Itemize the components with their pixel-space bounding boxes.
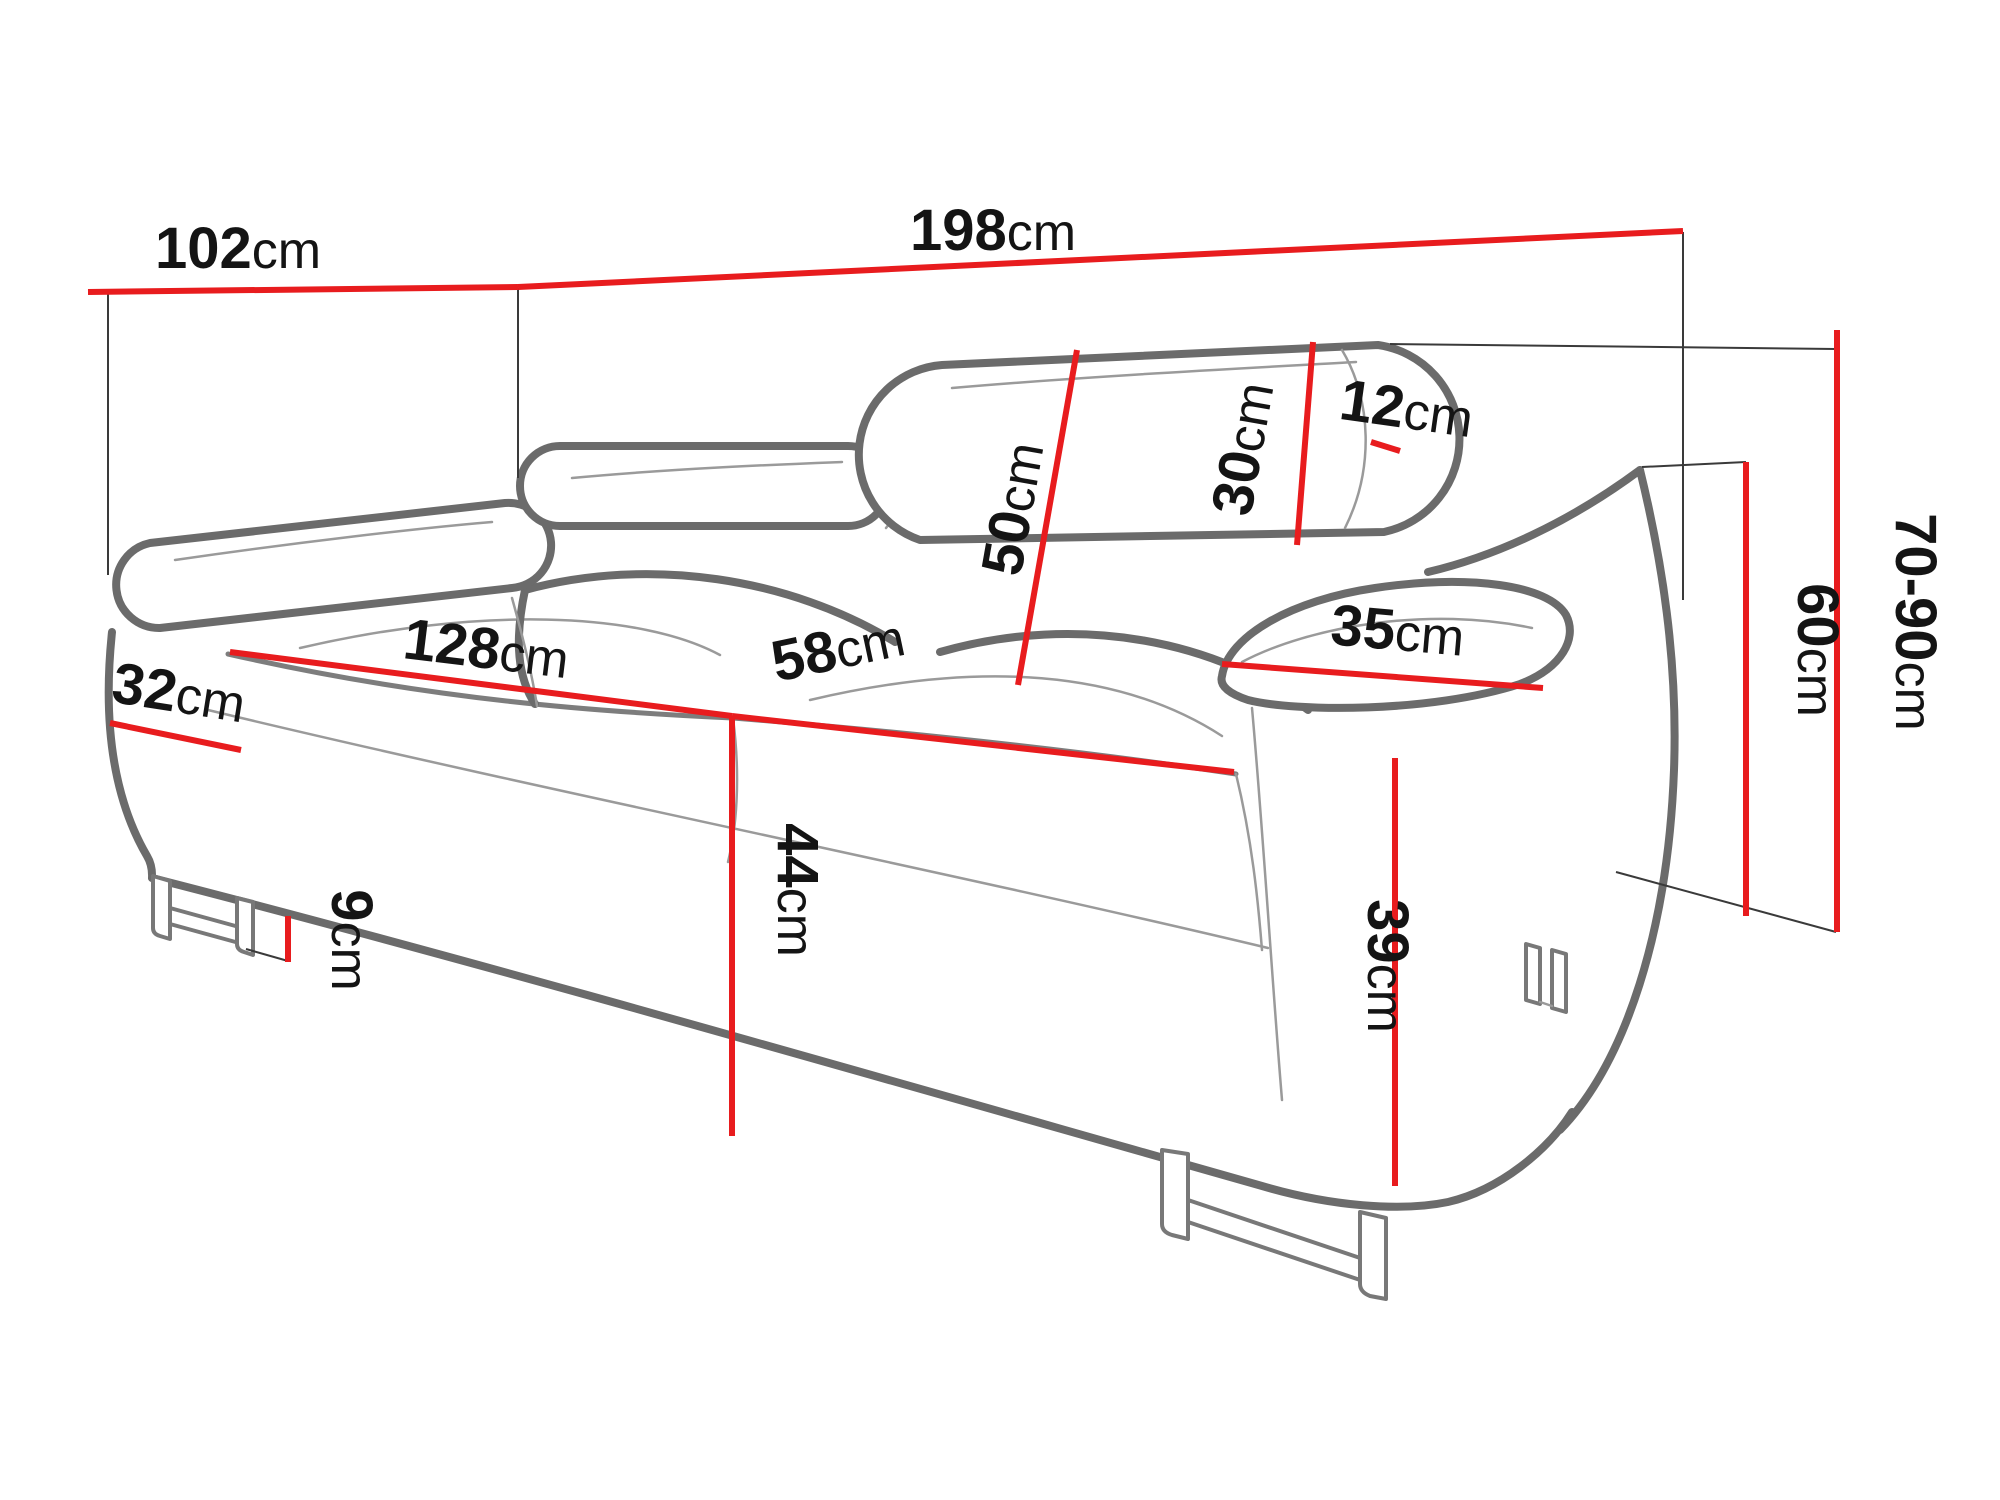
right-armrest-pad-seam xyxy=(1240,617,1534,664)
seat-right-edge xyxy=(1234,772,1264,952)
dimension-lines xyxy=(87,228,1840,1186)
dim-line-backrest-cushion-height xyxy=(1294,341,1316,546)
extension-lines xyxy=(107,232,1837,962)
dim-line-armrest-pad-width-left xyxy=(109,720,242,753)
right-armrest-pad xyxy=(1217,578,1574,712)
dim-label-total-depth: 102cm xyxy=(155,216,321,281)
backrest-left-edge xyxy=(514,586,539,708)
left-arm-front xyxy=(104,628,157,882)
dim-line-armrest-pad-width-right xyxy=(1221,661,1544,691)
dim-line-backrest-cushion-width xyxy=(1015,349,1080,686)
dim-line-seat-depth xyxy=(731,713,1235,775)
right-arm-inner-edge xyxy=(1250,706,1284,1102)
seat-cushion-curve-right xyxy=(808,675,1224,738)
left-armrest-pad-seam xyxy=(173,520,494,562)
backrest-left-top xyxy=(521,570,899,646)
dim-line-total-depth xyxy=(87,284,519,295)
front-left-leg xyxy=(151,874,255,957)
extension-armrest-top-horizontal xyxy=(1641,461,1747,468)
dim-line-seat-width xyxy=(229,649,733,719)
dim-label-backrest-cushion-width: 50cm xyxy=(969,437,1056,580)
sofa-sketch xyxy=(104,341,1679,1301)
front-right-leg xyxy=(1160,1148,1388,1301)
dim-label-armrest-pad-width-left: 32cm xyxy=(108,650,250,735)
right-arm-outer-edge xyxy=(1556,466,1679,1134)
dim-label-total-height: 70-90cm xyxy=(1883,513,1948,731)
dim-label-leg-height: 9cm xyxy=(319,889,384,991)
dim-label-seat-depth: 58cm xyxy=(766,603,910,694)
dim-label-backrest-cushion-height: 30cm xyxy=(1199,377,1286,520)
seat-cushion-curve-left xyxy=(298,618,722,657)
dim-label-total-width: 198cm xyxy=(910,198,1076,263)
dim-label-armrest-pad-width-right: 35cm xyxy=(1328,592,1467,668)
dimension-labels: 102cm 198cm 50cm 30cm 12cm 70-90cm 60cm … xyxy=(108,198,1948,1033)
dim-line-total-width xyxy=(517,228,1684,290)
left-headrest-seam xyxy=(570,460,844,480)
dim-label-seat-width: 128cm xyxy=(400,606,573,691)
dim-label-arm-side-height: 39cm xyxy=(1355,899,1420,1033)
dim-label-headrest-thickness: 12cm xyxy=(1336,367,1478,450)
sofa-front-seam xyxy=(206,708,1270,950)
extension-floor-diagonal xyxy=(1615,871,1837,933)
left-headrest-pillow xyxy=(516,442,892,530)
right-headrest-cap-seam xyxy=(1340,348,1367,530)
dim-label-armrest-height: 60cm xyxy=(1785,583,1850,717)
right-arm-top-edge xyxy=(1424,466,1644,576)
dim-line-headrest-thickness xyxy=(1370,439,1401,454)
sofa-base-outline xyxy=(148,874,1576,1211)
left-arm-inner xyxy=(510,596,539,708)
rear-right-leg xyxy=(1524,942,1568,1014)
dim-label-seat-height: 44cm xyxy=(765,823,830,957)
extension-leg-bottom xyxy=(245,948,289,962)
extension-back-top-horizontal xyxy=(1389,343,1837,350)
